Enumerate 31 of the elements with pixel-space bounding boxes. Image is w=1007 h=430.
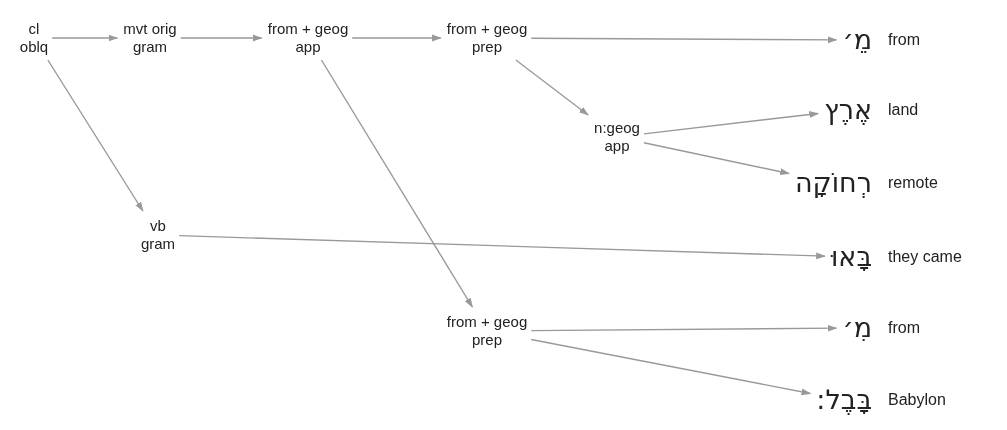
grammar-label: cl oblq (19, 20, 49, 56)
hebrew-word: מִ׳ (842, 311, 872, 345)
gloss-text: from (888, 31, 920, 49)
arrow (179, 34, 263, 42)
gloss-text: they came (888, 248, 962, 266)
arrow (530, 324, 838, 332)
hebrew-word: בָּאוּ (831, 240, 872, 274)
arrow (51, 34, 119, 42)
grammar-label: vb gram (140, 217, 176, 253)
grammar-label: from + geog app (267, 20, 349, 56)
arrow (47, 59, 144, 212)
arrow (320, 59, 474, 308)
gloss-text: land (888, 101, 919, 119)
grammar-label: mvt orig gram (123, 20, 177, 56)
arrow (643, 111, 820, 135)
hebrew-word: מֵ׳ (842, 23, 872, 57)
grammar-label: n:geog app (594, 119, 640, 155)
hebrew-word: בָּבֶל: (816, 383, 872, 417)
gloss-text: remote (888, 174, 938, 192)
grammar-label: from + geog prep (446, 313, 528, 349)
gloss-text: Babylon (888, 391, 946, 409)
arrow (643, 142, 790, 176)
hebrew-word: רְחוֹקָה (794, 166, 872, 200)
gloss-text: from (888, 319, 920, 337)
arrow (351, 34, 442, 42)
arrow (530, 36, 838, 44)
grammar-label: from + geog prep (446, 20, 528, 56)
arrow (530, 338, 812, 396)
arrow (178, 234, 826, 260)
arrow (515, 59, 589, 116)
hebrew-word: אֶרֶץ (824, 93, 872, 127)
